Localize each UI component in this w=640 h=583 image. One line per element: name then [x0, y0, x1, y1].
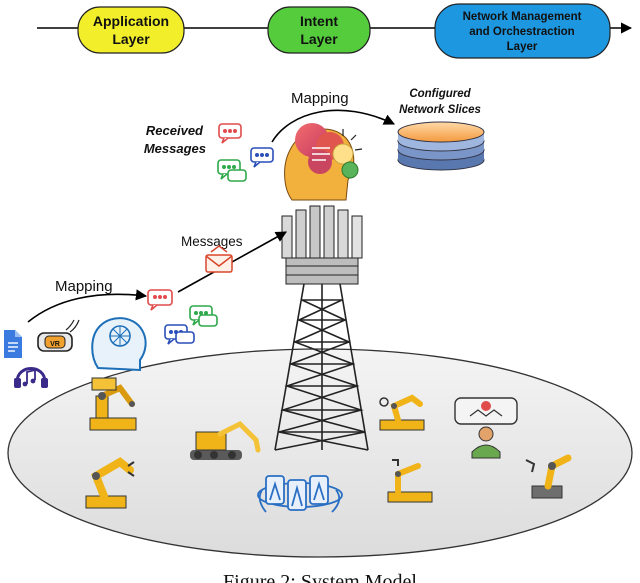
robot-welder-icon — [379, 394, 425, 431]
robot-arm-icon — [89, 377, 137, 431]
cell-tower — [274, 205, 369, 451]
envelope-icon — [205, 245, 233, 273]
mapping-left-arrow — [27, 289, 148, 323]
network-layer-title-line1: Network Management — [463, 11, 582, 23]
chat-bubble-icon — [189, 305, 218, 327]
layer-flow-bar: Application Layer Intent Layer Network M… — [37, 3, 633, 59]
configured-slices-label-line2: Network Slices — [399, 104, 481, 116]
intent-brain-head-icon — [284, 123, 363, 201]
messages-label: Messages — [181, 234, 243, 249]
vr-headset-icon: VR — [37, 319, 80, 352]
network-layer-title-line3: Layer — [507, 41, 538, 53]
vr-users-group-icon — [257, 475, 343, 513]
chat-bubble-icon — [250, 147, 274, 168]
intent-layer-title: Intent — [300, 13, 338, 29]
mapping-top-arrow — [271, 109, 396, 143]
mapping-left-label: Mapping — [55, 278, 113, 295]
headphones-music-icon — [14, 367, 48, 388]
application-layer-title: Application — [93, 13, 169, 29]
chat-bubble-icon — [164, 324, 195, 345]
excavator-robot-icon — [190, 420, 261, 460]
vr-badge-text: VR — [50, 341, 60, 348]
operator-screen-icon — [454, 397, 518, 459]
received-message-bubbles — [217, 123, 274, 182]
network-layer-box: Network Management and Orchestraction La… — [434, 3, 611, 59]
chat-bubble-icon — [218, 123, 242, 144]
ai-head-icon — [91, 317, 147, 372]
received-messages-label-line1: Received — [146, 123, 204, 138]
intent-layer-box: Intent Layer — [267, 6, 371, 54]
intent-layer-subtitle: Layer — [300, 31, 338, 47]
chat-bubble-icon — [147, 289, 173, 311]
mapping-top-label: Mapping — [291, 90, 349, 107]
sent-message-bubbles — [147, 289, 218, 345]
grey-robot-arm-icon — [525, 454, 572, 499]
chat-bubble-icon — [217, 159, 247, 182]
industrial-robot-arm-icon — [85, 457, 135, 509]
figure-caption: Figure 2: System Model — [223, 571, 417, 583]
network-layer-title-line2: and Orchestraction — [469, 26, 574, 38]
application-layer-box: Application Layer — [77, 6, 185, 54]
document-icon — [4, 330, 22, 358]
robot-arm-forklift-icon — [387, 459, 433, 503]
network-slices-icon — [397, 121, 485, 171]
configured-slices-label-line1: Configured — [409, 88, 471, 100]
received-messages-label-line2: Messages — [144, 141, 206, 156]
application-layer-subtitle: Layer — [112, 31, 150, 47]
